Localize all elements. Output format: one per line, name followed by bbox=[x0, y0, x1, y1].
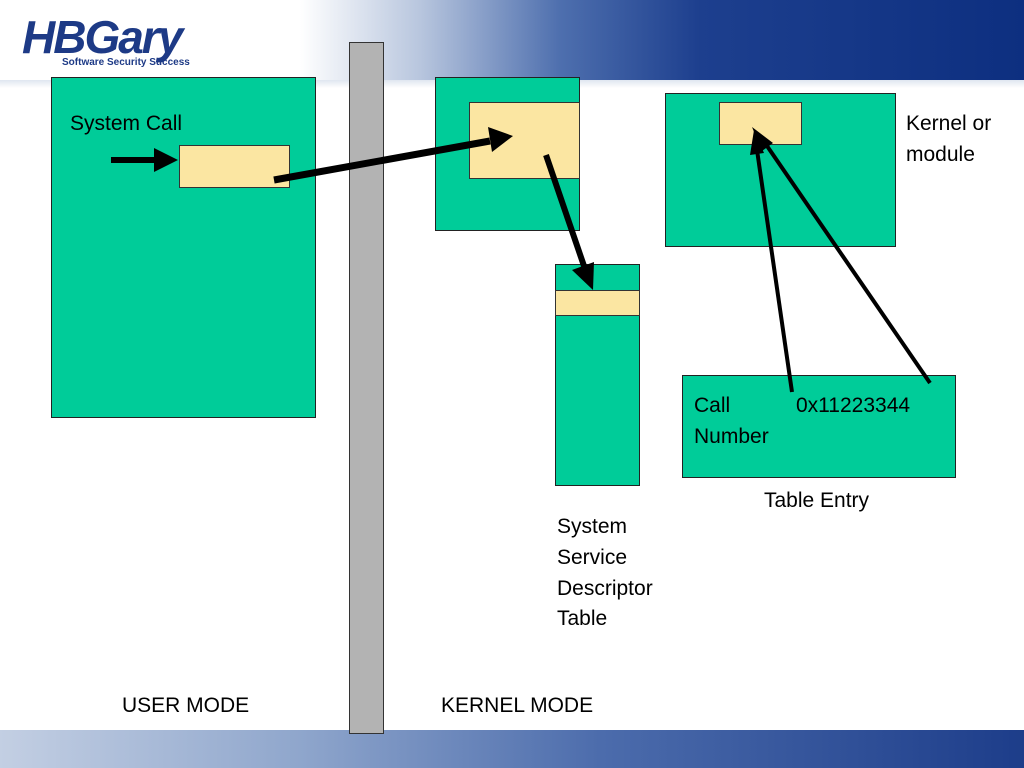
ssdt-label-line4: Table bbox=[557, 607, 608, 630]
table-entry-label: Table Entry bbox=[764, 489, 870, 512]
slide-footer-band bbox=[0, 730, 1024, 768]
arrow-into-system-call bbox=[111, 148, 178, 172]
slide-header-band bbox=[0, 0, 1024, 88]
kernel-module-label-line2: module bbox=[906, 143, 975, 166]
address-value: 0x11223344 bbox=[796, 394, 911, 417]
ssdt-label-line2: Service bbox=[557, 546, 628, 569]
logo-tagline: Software Security Success bbox=[62, 57, 190, 68]
ssdt-entry bbox=[555, 290, 640, 316]
ssdt-label-line3: Descriptor bbox=[557, 577, 653, 600]
arrow-kernel-to-ssdt bbox=[543, 154, 594, 290]
arrow-system-call-to-kernel bbox=[273, 127, 513, 184]
user-kernel-boundary bbox=[349, 42, 384, 734]
table-entry-block bbox=[682, 375, 956, 478]
call-number-label-line2: Number bbox=[694, 425, 769, 448]
user-mode-process-block bbox=[51, 77, 316, 418]
system-call-entry bbox=[179, 145, 290, 188]
kernel-module-label-line1: Kernel or bbox=[906, 112, 992, 135]
arrow-address-to-function bbox=[750, 127, 932, 393]
logo-brand: HBGary bbox=[22, 11, 183, 63]
kernel-mode-label: KERNEL MODE bbox=[441, 694, 594, 717]
ssdt-label-line1: System bbox=[557, 515, 628, 538]
system-call-label: System Call bbox=[70, 112, 183, 135]
call-number-label-line1: Call bbox=[694, 394, 731, 417]
user-mode-label: USER MODE bbox=[122, 694, 250, 717]
hbgary-logo: HBGary Software Security Success bbox=[22, 14, 252, 74]
